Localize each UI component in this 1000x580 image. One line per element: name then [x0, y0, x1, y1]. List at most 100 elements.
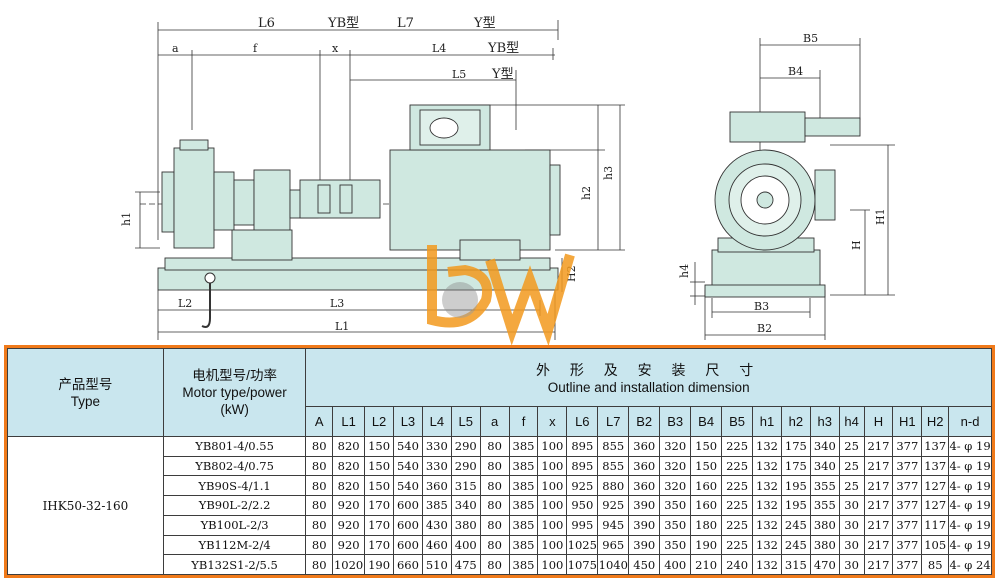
dimension-cell: 820 — [332, 436, 366, 457]
dimension-cell: 217 — [863, 475, 894, 497]
dimension-table-container: 产品型号 Type 电机型号/功率 Motor type/power (kW) … — [4, 345, 995, 578]
dimension-cell: 895 — [566, 455, 599, 477]
motor-cell: YB802-4/0.75 — [162, 455, 307, 477]
dimension-cell: 360 — [421, 475, 452, 497]
motor-cell: YB801-4/0.55 — [162, 436, 307, 457]
dimension-cell: 385 — [508, 514, 539, 536]
dimension-cell: 80 — [479, 554, 510, 575]
dimension-cell: 855 — [597, 436, 630, 457]
dimension-cell: 100 — [537, 495, 568, 516]
dimension-cell: 132 — [752, 534, 782, 556]
dimension-cell: 995 — [566, 514, 599, 536]
dim-yb-2: YB型 — [487, 41, 519, 56]
column-header: h1 — [752, 406, 782, 437]
dim-B5: B5 — [803, 32, 818, 45]
dim-h1: h1 — [120, 212, 133, 226]
dimension-cell: 25 — [838, 436, 865, 457]
dimension-cell: 100 — [537, 534, 568, 556]
dimension-cell: 217 — [863, 436, 894, 457]
dimension-cell: 660 — [393, 554, 423, 575]
dimension-cell: 80 — [305, 554, 334, 575]
dimension-cell: 80 — [479, 475, 510, 497]
dimension-cell: 127 — [921, 495, 950, 516]
dimension-cell: 385 — [508, 455, 539, 477]
dimension-cell: 377 — [892, 455, 923, 477]
dim-L3: L3 — [330, 297, 344, 310]
motor-cell: YB90S-4/1.1 — [162, 475, 307, 497]
dimension-cell: 195 — [780, 475, 811, 497]
dim-h4: h4 — [678, 264, 691, 278]
column-header: A — [305, 406, 334, 437]
dimension-cell: 245 — [780, 514, 811, 536]
column-header: H1 — [892, 406, 923, 437]
dimension-cell: 1075 — [566, 554, 599, 575]
dimension-cell: 4- φ 19 — [948, 495, 992, 516]
dimension-cell: 150 — [690, 436, 723, 457]
dimension-table: 产品型号 Type 电机型号/功率 Motor type/power (kW) … — [7, 348, 992, 575]
dim-L5: L5 — [452, 68, 466, 81]
dimension-cell: 132 — [752, 475, 782, 497]
type-cell: IHK50-32-160 — [7, 436, 164, 575]
dimension-cell: 170 — [364, 514, 394, 536]
motor-cell: YB90L-2/2.2 — [162, 495, 307, 516]
dimension-cell: 385 — [508, 554, 539, 575]
dimension-cell: 105 — [921, 534, 950, 556]
column-header: H — [863, 406, 894, 437]
dimension-cell: 25 — [838, 475, 865, 497]
dimension-cell: 380 — [450, 514, 481, 536]
dimension-cell: 160 — [690, 475, 723, 497]
dimension-cell: 80 — [305, 534, 334, 556]
motor-cell: YB132S1-2/5.5 — [162, 554, 307, 575]
dimension-cell: 377 — [892, 475, 923, 497]
dimension-cell: 100 — [537, 455, 568, 477]
dim-L1: L1 — [335, 320, 349, 333]
dimension-cell: 355 — [809, 475, 840, 497]
dimension-cell: 470 — [809, 554, 840, 575]
dimension-cell: 350 — [659, 514, 692, 536]
dimension-cell: 950 — [566, 495, 599, 516]
dimension-cell: 225 — [721, 475, 754, 497]
dimension-cell: 290 — [450, 455, 481, 477]
dimension-cell: 540 — [393, 455, 423, 477]
dimension-cell: 190 — [364, 554, 394, 575]
dimension-cell: 460 — [421, 534, 452, 556]
dimension-cell: 4- φ 19 — [948, 436, 992, 457]
dimension-cell: 225 — [721, 436, 754, 457]
dimension-cell: 4- φ 19 — [948, 534, 992, 556]
dimension-cell: 210 — [690, 554, 723, 575]
dimension-cell: 920 — [332, 495, 366, 516]
motor-cell: YB100L-2/3 — [162, 514, 307, 536]
dim-H: H — [850, 240, 863, 250]
dimension-cell: 330 — [421, 455, 452, 477]
dimension-cell: 80 — [479, 436, 510, 457]
dimension-cell: 855 — [597, 455, 630, 477]
dimension-cell: 30 — [838, 554, 865, 575]
dimension-cell: 30 — [838, 495, 865, 516]
column-header: L2 — [364, 406, 394, 437]
dimension-cell: 385 — [508, 475, 539, 497]
dimension-cell: 920 — [332, 534, 366, 556]
brand-logo — [427, 245, 575, 345]
dimension-cell: 150 — [364, 475, 394, 497]
dimension-cell: 25 — [838, 455, 865, 477]
dimension-cell: 330 — [421, 436, 452, 457]
dimension-cell: 117 — [921, 514, 950, 536]
column-header: h3 — [809, 406, 840, 437]
column-header: L7 — [597, 406, 630, 437]
dimension-cell: 217 — [863, 455, 894, 477]
dimension-cell: 80 — [305, 495, 334, 516]
dimension-cell: 132 — [752, 436, 782, 457]
dimension-cell: 920 — [332, 514, 366, 536]
dimension-cell: 80 — [305, 475, 334, 497]
dimension-cell: 80 — [305, 436, 334, 457]
dimension-cell: 30 — [838, 514, 865, 536]
dimension-cell: 600 — [393, 495, 423, 516]
dimension-cell: 320 — [659, 455, 692, 477]
dim-x: x — [332, 42, 339, 55]
dimension-cell: 137 — [921, 455, 950, 477]
dimension-cell: 320 — [659, 475, 692, 497]
